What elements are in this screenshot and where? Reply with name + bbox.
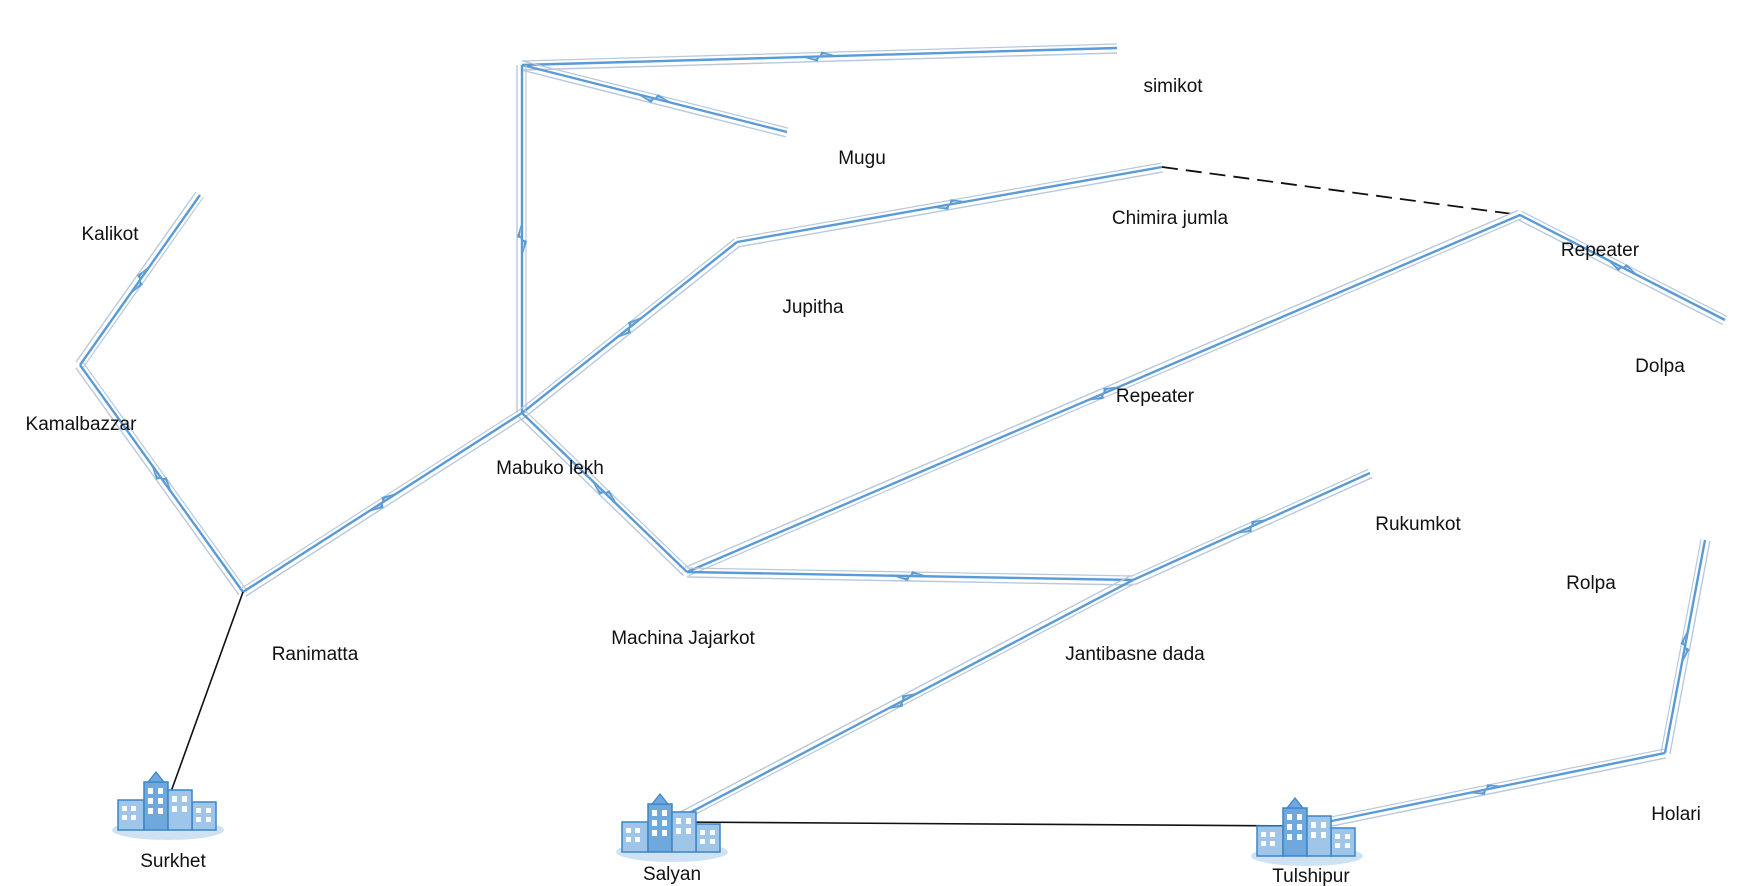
link-mabuko-lekh-machina-jajarkot (518, 409, 691, 577)
tower-kamalbazzar (58, 309, 102, 397)
link-top-hub-simikot (521, 43, 1118, 71)
tower-rukumkot (1348, 417, 1392, 505)
building-salyan (615, 793, 729, 863)
building-surkhet (111, 771, 225, 841)
link-top-hub-mugu (520, 60, 789, 138)
tower-repeater-center (1140, 289, 1184, 377)
label-ranimatta: Ranimatta (272, 644, 359, 665)
link-ranimatta-surkhet (167, 591, 244, 801)
tower-kalikot (178, 139, 222, 227)
label-rolpa: Rolpa (1566, 573, 1616, 594)
link-mabuko-lekh-jupitha (519, 238, 741, 418)
building-icon (111, 771, 225, 841)
label-mabuko-lekh: Mabuko lekh (496, 458, 604, 479)
label-simikot: simikot (1143, 76, 1203, 97)
link-kalikot-kamalbazzar (75, 191, 204, 368)
radio-tower-icon (765, 76, 809, 164)
label-kalikot: Kalikot (81, 224, 139, 245)
tower-simikot (1095, 0, 1139, 80)
label-repeater-center: Repeater (1116, 386, 1195, 407)
link-repeater-east-dolpa (1517, 210, 1728, 326)
radio-tower-icon (1140, 289, 1184, 377)
link-jantibasne-dada-rukumkot (1131, 468, 1373, 586)
links-layer (75, 43, 1728, 832)
radio-tower-icon (1140, 111, 1184, 199)
radio-tower-icon (1095, 0, 1139, 80)
link-machina-jajarkot-jantibasne-dada (686, 567, 1134, 586)
building-icon (615, 793, 729, 863)
label-rukumkot: Rukumkot (1375, 514, 1461, 535)
radio-tower-icon (1498, 159, 1542, 247)
building-tulshipur (1250, 797, 1364, 867)
tower-mugu (765, 76, 809, 164)
link-ranimatta-mabuko-lekh (240, 409, 526, 597)
label-holari: Holari (1651, 804, 1701, 825)
nodes-layer (58, 0, 1747, 867)
radio-tower-icon (1683, 484, 1727, 572)
link-jantibasne-dada-salyan (669, 574, 1136, 827)
link-jupitha-chimira-jumla (736, 162, 1163, 248)
label-kamalbazzar: Kamalbazzar (26, 414, 138, 435)
link-chimira-jumla-repeater-east (1161, 166, 1521, 216)
label-surkhet: Surkhet (140, 851, 206, 872)
tower-repeater-east (1498, 159, 1542, 247)
label-mugu: Mugu (838, 148, 886, 169)
label-repeater-east: Repeater (1561, 240, 1640, 261)
tower-holari (1643, 697, 1687, 785)
tower-chimira-jumla (1140, 111, 1184, 199)
label-chimira-jumla: Chimira jumla (1112, 208, 1229, 229)
label-salyan: Salyan (643, 864, 701, 885)
link-holari-rolpa (1660, 539, 1711, 755)
link-tulshipur-holari (1306, 748, 1667, 832)
label-dolpa: Dolpa (1635, 356, 1685, 377)
link-repeater-east-machina-jajarkot (684, 209, 1522, 577)
radio-tower-icon (58, 309, 102, 397)
link-kamalbazzar-ranimatta (75, 362, 247, 596)
radio-tower-icon (1643, 697, 1687, 785)
radio-tower-icon (1111, 524, 1155, 612)
label-machina-jajarkot: Machina Jajarkot (611, 628, 755, 649)
link-top-hub-mabuko-lekh (516, 65, 527, 413)
label-jupitha: Jupitha (782, 297, 844, 318)
radio-tower-icon (178, 139, 222, 227)
link-salyan-tulshipur (671, 821, 1308, 827)
tower-rolpa (1683, 484, 1727, 572)
radio-tower-icon (1348, 417, 1392, 505)
tower-jantibasne-dada (1111, 524, 1155, 612)
label-tulshipur: Tulshipur (1272, 866, 1350, 886)
label-jantibasne-dada: Jantibasne dada (1065, 644, 1205, 665)
building-icon (1250, 797, 1364, 867)
